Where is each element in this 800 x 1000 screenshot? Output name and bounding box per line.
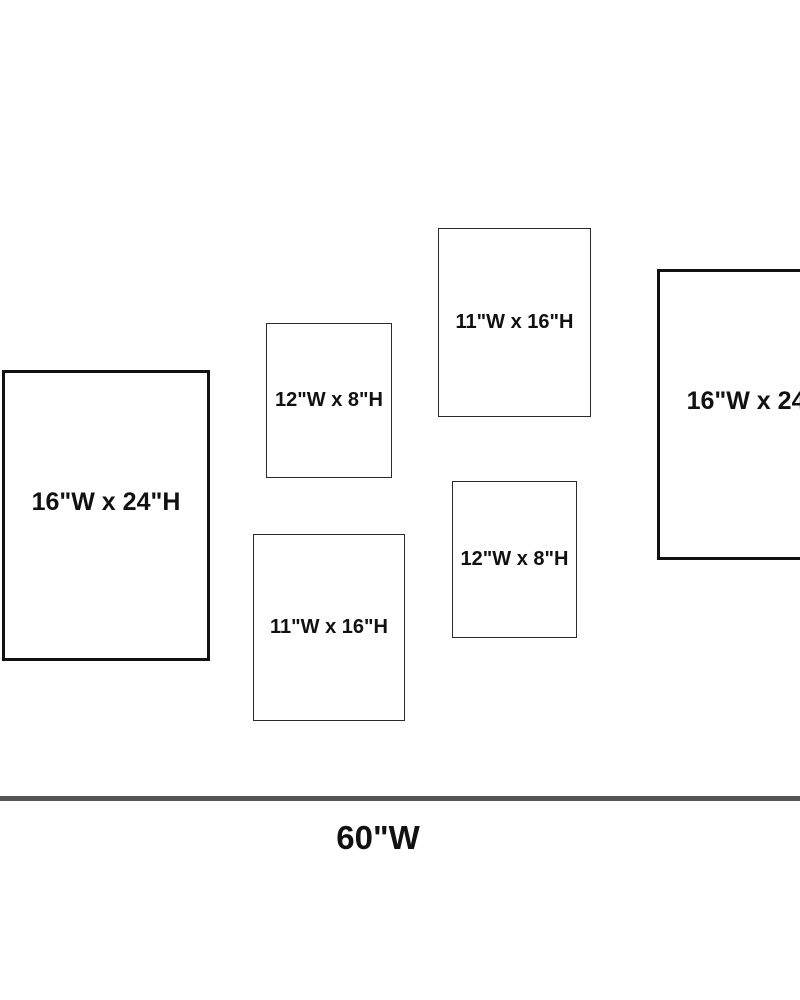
frame-size-label: 12"W x 8"H (460, 548, 569, 570)
frame-size-label: 11"W x 16"H (270, 616, 388, 638)
frame-size-label: 11"W x 16"H (455, 311, 574, 333)
wall-width-label: 60"W (336, 819, 420, 856)
frame-size-label: 16"W x 24"H (31, 488, 181, 516)
frame-size-label: 16"W x 24"H (686, 387, 800, 415)
frame-16x24-left: 16"W x 24"H (2, 370, 210, 661)
frame-11x16-upper: 11"W x 16"H (438, 228, 591, 417)
frame-12x8-upper: 12"W x 8"H (266, 323, 392, 478)
frame-12x8-lower: 12"W x 8"H (452, 481, 577, 638)
wall-width-line (0, 796, 800, 801)
frame-11x16-lower: 11"W x 16"H (253, 534, 405, 721)
frame-size-label: 12"W x 8"H (275, 389, 383, 411)
frame-16x24-right: 16"W x 24"H (657, 269, 800, 560)
